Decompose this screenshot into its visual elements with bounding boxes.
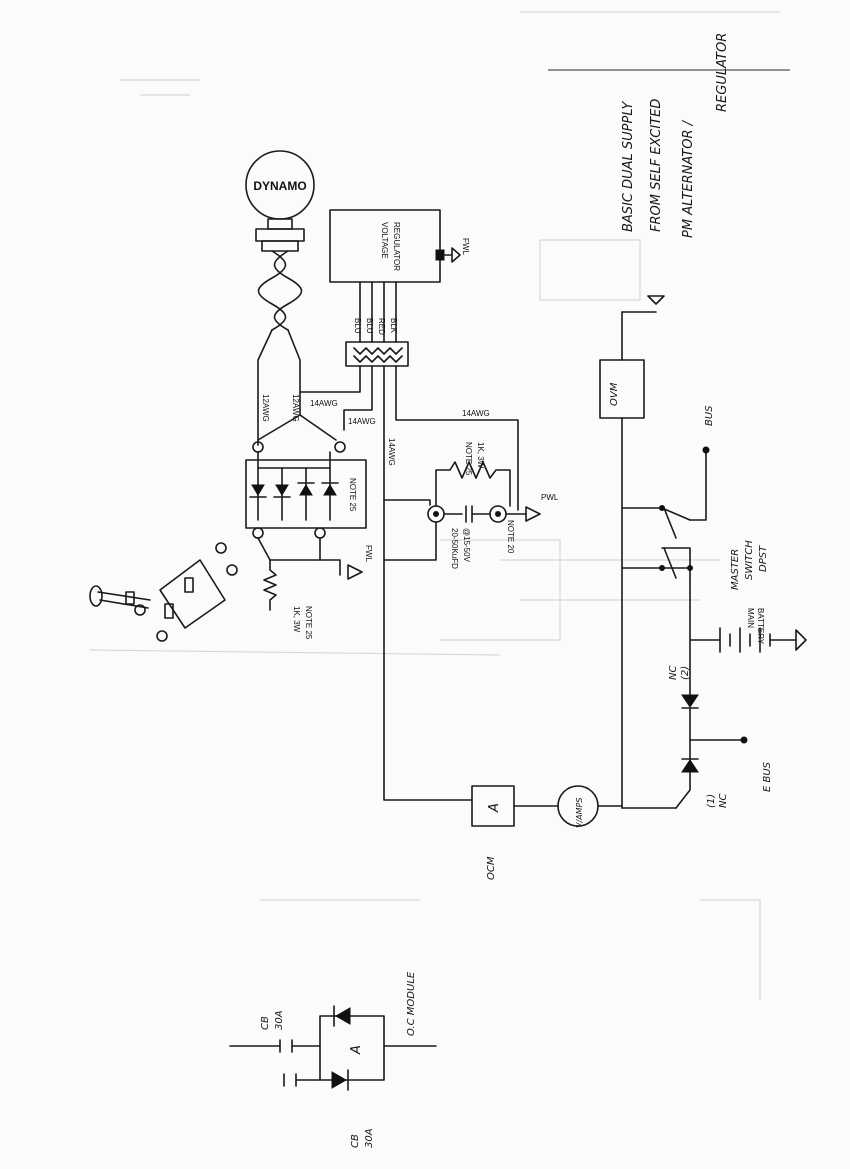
- awg-12a-label: 12AWG: [261, 394, 270, 422]
- nc2-label-1: NC: [668, 666, 679, 680]
- capacitor-label-1: 20-50KuFD: [450, 528, 459, 569]
- bus-section: OVM BUS MASTER SWITCH DPST: [599, 295, 769, 809]
- awg-12b-label: 12AWG: [291, 394, 300, 422]
- rectifier-bridge: NOTE 25 1K, 3W NOTE 25 FWL: [245, 399, 373, 640]
- bus-label: BUS: [704, 405, 715, 426]
- awg-14c-label: 14AWG: [462, 409, 490, 418]
- cb-top-label-1: CB: [260, 1016, 271, 1030]
- regulator-label-2: REGULATOR: [392, 222, 401, 271]
- scan-ghost-marks: [89, 11, 780, 1000]
- wire-blu2-label: BLU: [365, 318, 374, 334]
- ebus-label: E BUS: [762, 761, 773, 792]
- master-label-2: SWITCH: [744, 540, 755, 580]
- wire-blu1-label: BLU: [353, 318, 362, 334]
- voltage-regulator: VOLTAGE REGULATOR FWL BLU BLU RED BLK 14…: [299, 209, 519, 511]
- oc-module: A O.C MODULE CB 30A CB 30A: [229, 971, 437, 1148]
- ovm-label: OVM: [609, 382, 620, 406]
- ocm-label: OCM: [486, 856, 497, 880]
- resistor-rect-label-2: NOTE 25: [304, 606, 313, 640]
- fwl-capacitor-label: PWL: [541, 493, 559, 502]
- master-label-3: DPST: [758, 545, 769, 572]
- cb-bot-label-2: 30A: [364, 1128, 375, 1148]
- dynamo: DYNAMO 12AWG 12AWG: [245, 150, 315, 446]
- wire-red-label: RED: [377, 318, 386, 335]
- essential-bus: NC (2) (1) NC E BUS: [621, 639, 773, 809]
- fwl-regulator-label: FWL: [461, 238, 470, 255]
- nc2-label-2: (2): [680, 666, 691, 680]
- dynamo-label: DYNAMO: [253, 179, 306, 193]
- resistor-cap-label-1: 1K, 3W: [476, 442, 485, 469]
- capacitor-block: 1K, 3W NOTE 25 20-50KuFD @15-50V NOTE 20…: [383, 442, 559, 801]
- resistor-cap-label-2: NOTE 25: [464, 442, 473, 476]
- oc-a-label: A: [349, 1045, 364, 1055]
- diagram-title: BASIC DUAL SUPPLY FROM SELF EXCITED PM A…: [548, 33, 790, 238]
- nc1-label-1: (1): [706, 794, 717, 808]
- title-line-1: BASIC DUAL SUPPLY: [621, 101, 636, 232]
- title-line-3: PM ALTERNATOR /: [681, 119, 696, 238]
- note20-label: NOTE 20: [506, 520, 515, 554]
- fwl-rectifier-label: FWL: [364, 545, 373, 562]
- main-battery: MAIN BATTERY: [689, 577, 807, 653]
- nc1-label-2: NC: [718, 794, 729, 808]
- vamps-label: V/AMPS: [575, 798, 584, 828]
- cb-bot-label-1: CB: [350, 1134, 361, 1148]
- awg-14d-label: 14AWG: [387, 438, 396, 466]
- cb-top-label-2: 30A: [274, 1010, 285, 1030]
- capacitor-label-2: @15-50V: [462, 528, 471, 563]
- awg-14a-label: 14AWG: [310, 399, 338, 408]
- ammeter-label: A: [487, 803, 502, 813]
- battery-label-1: MAIN: [746, 608, 755, 628]
- resistor-rect-label-1: 1K, 3W: [292, 606, 301, 633]
- regulator-label-1: VOLTAGE: [380, 222, 389, 259]
- title-line-4: REGULATOR: [715, 33, 730, 112]
- alternator-sketch: [89, 542, 238, 642]
- awg-14b-label: 14AWG: [348, 417, 376, 426]
- title-line-2: FROM SELF EXCITED: [649, 99, 664, 232]
- metering: A V/AMPS OCM: [471, 785, 623, 880]
- wire-blk-label: BLK: [389, 318, 398, 334]
- oc-module-label: O.C MODULE: [406, 971, 417, 1036]
- master-label-1: MASTER: [730, 549, 741, 590]
- battery-label-2: BATTERY: [756, 608, 765, 645]
- note25-rectifier-label: NOTE 25: [348, 478, 357, 512]
